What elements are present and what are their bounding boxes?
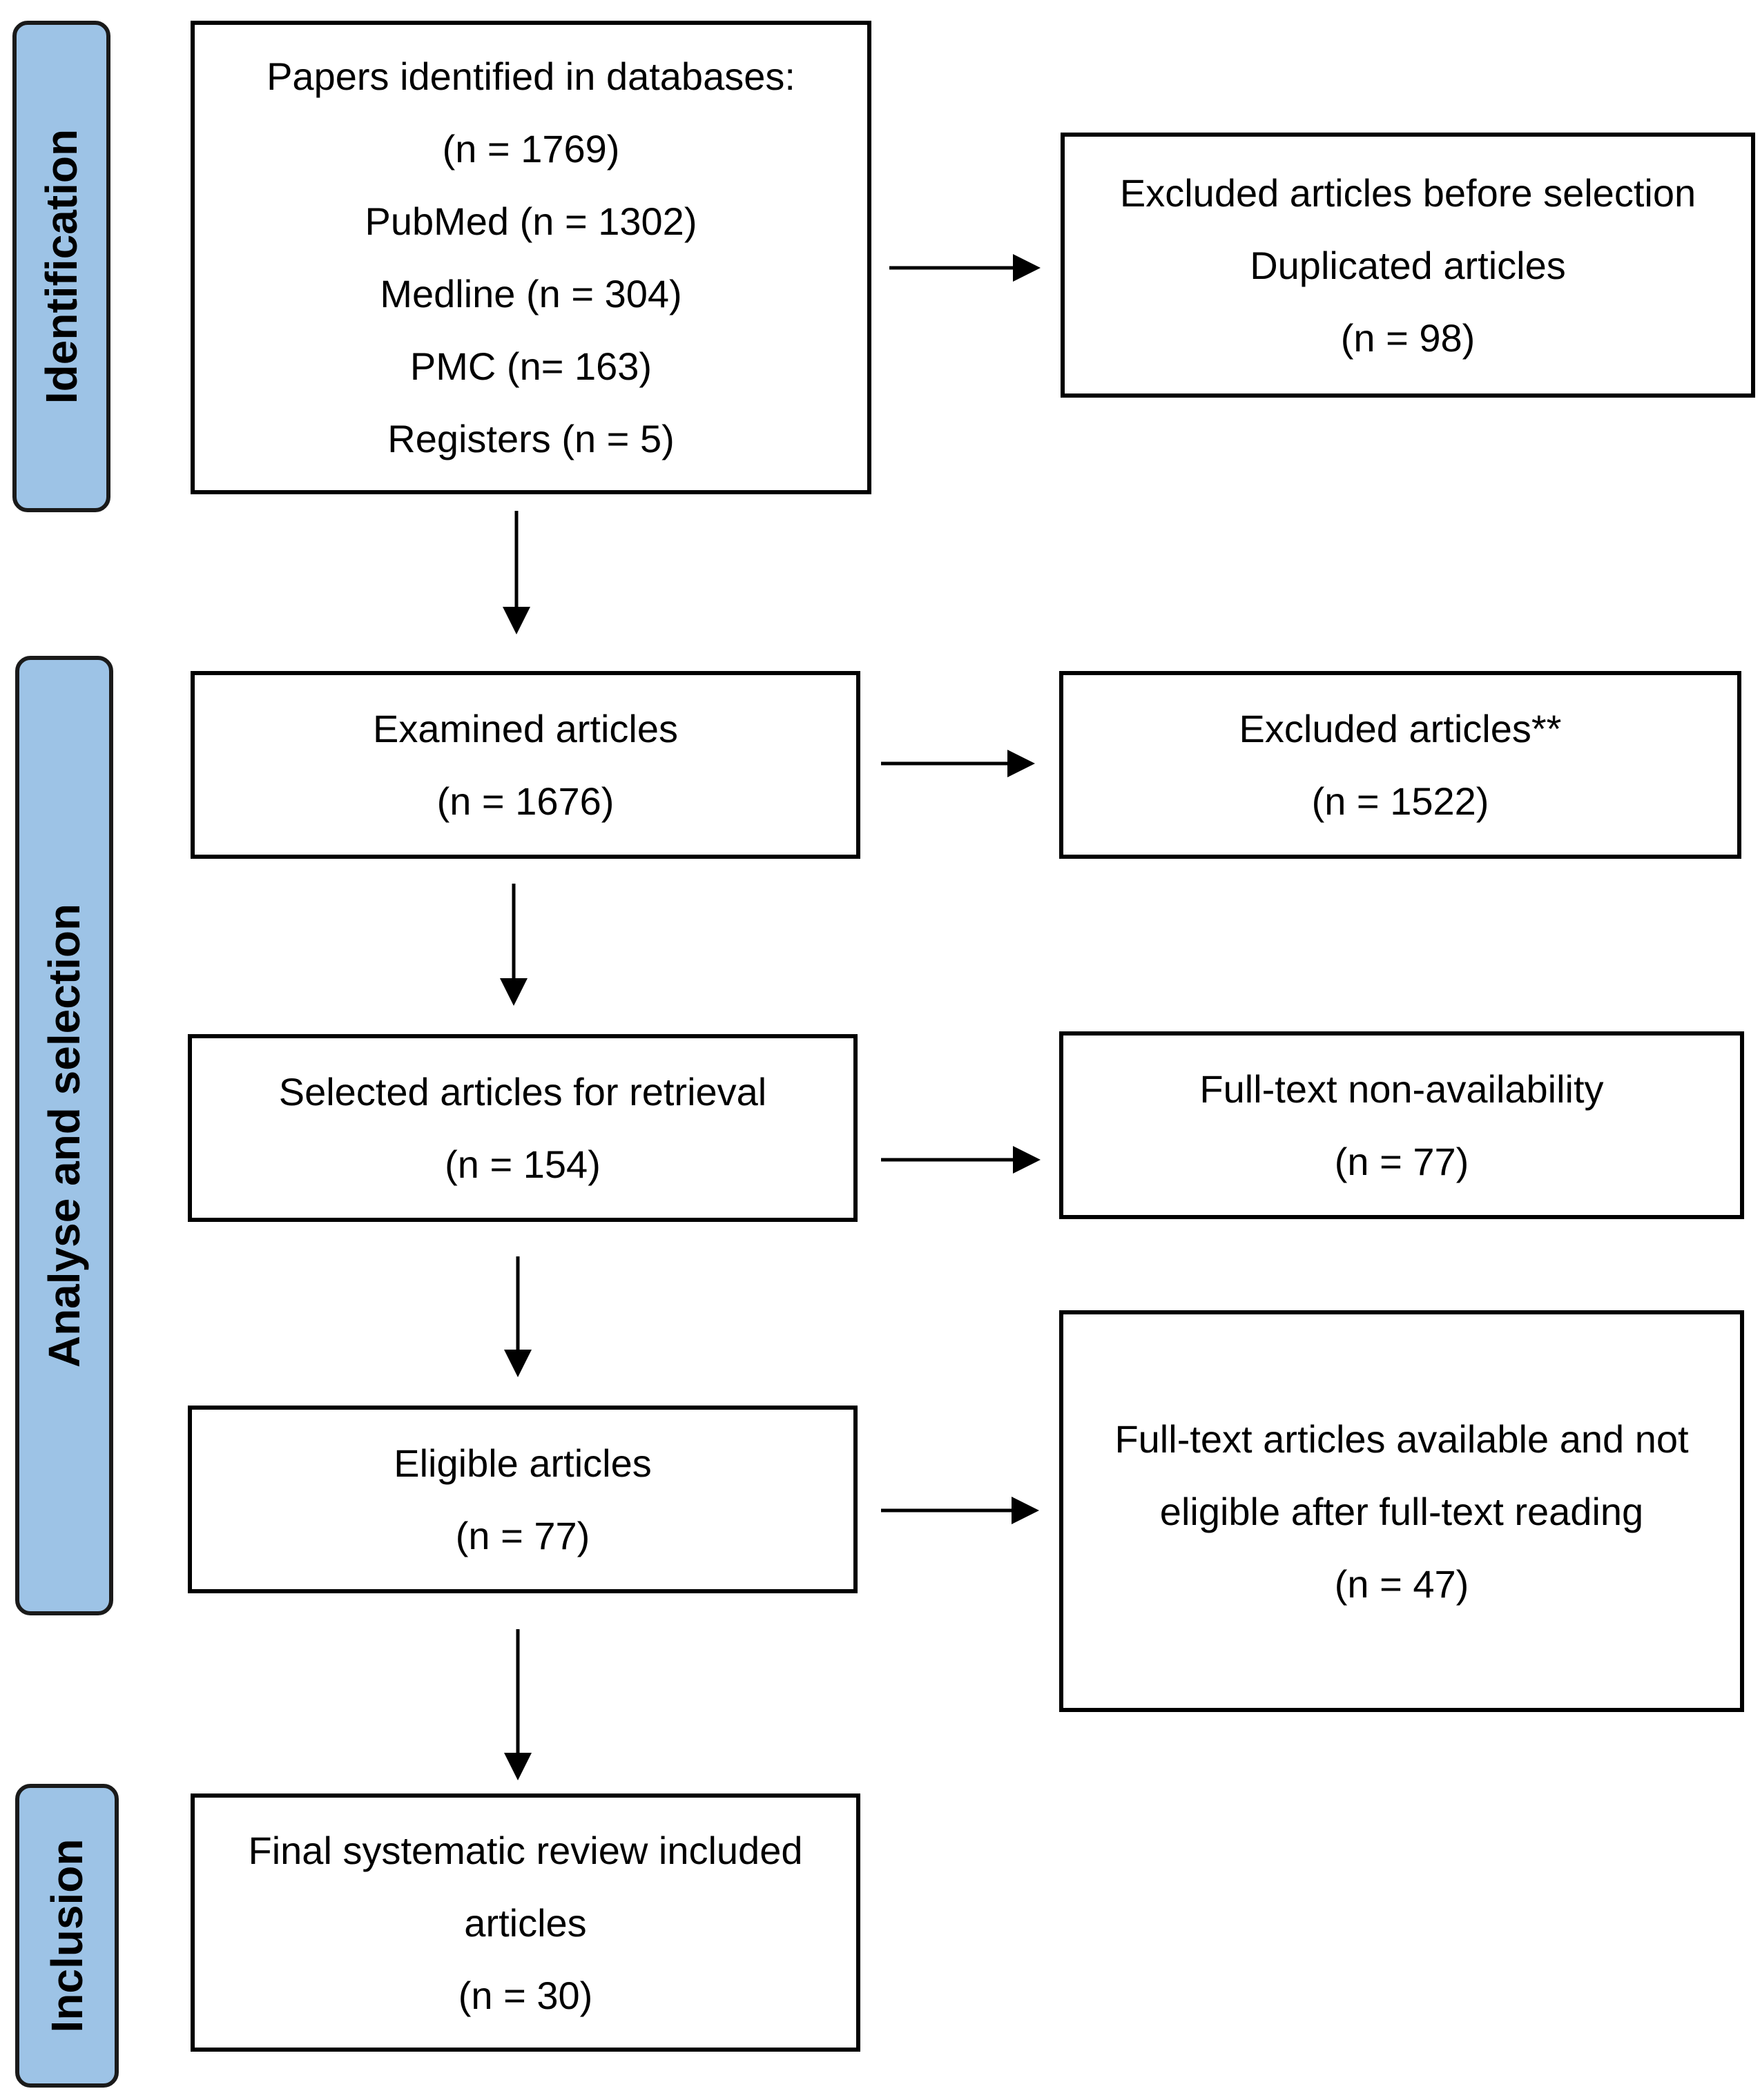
box-duplicates: Excluded articles before selection Dupli… (1061, 133, 1755, 398)
box-not-eligible-line: eligible after full-text reading (1159, 1489, 1644, 1533)
box-excluded: Excluded articles** (n = 1522) (1059, 671, 1741, 859)
box-not-eligible: Full-text articles available and not eli… (1059, 1310, 1744, 1712)
box-examined: Examined articles (n = 1676) (191, 671, 860, 859)
box-not-eligible-line: Full-text articles available and not (1114, 1417, 1689, 1461)
box-examined-line: (n = 1676) (436, 779, 615, 823)
box-excluded-line: Excluded articles** (1239, 707, 1562, 750)
box-included-line: Final systematic review included (248, 1828, 803, 1872)
box-examined-line: Examined articles (373, 707, 678, 750)
box-identified-line: Medline (n = 304) (380, 272, 682, 315)
box-eligible-line: (n = 77) (455, 1514, 590, 1557)
box-retrieval-line: Selected articles for retrieval (278, 1070, 767, 1114)
box-retrieval-line: (n = 154) (445, 1143, 601, 1186)
box-excluded-line: (n = 1522) (1311, 779, 1489, 823)
box-included-line: articles (464, 1900, 587, 1945)
box-retrieval: Selected articles for retrieval (n = 154… (188, 1034, 858, 1222)
box-identified-line: Registers (n = 5) (387, 417, 675, 460)
box-included-line: (n = 30) (458, 1973, 593, 2017)
phase-analyse-selection: Analyse and selection (15, 656, 113, 1615)
phase-identification: Identification (12, 21, 110, 512)
box-duplicates-line: Excluded articles before selection (1119, 171, 1696, 215)
box-identified-line: PubMed (n = 1302) (365, 200, 697, 243)
box-not-eligible-line: (n = 47) (1334, 1562, 1469, 1606)
box-eligible-line: Eligible articles (394, 1441, 652, 1485)
box-identified-line: Papers identified in databases: (267, 55, 795, 98)
phase-inclusion: Inclusion (15, 1784, 119, 2088)
box-identified-line: (n = 1769) (442, 127, 620, 171)
box-identified-line: PMC (n= 163) (409, 344, 652, 388)
box-not-available-line: (n = 77) (1334, 1140, 1469, 1183)
box-duplicates-line: (n = 98) (1340, 315, 1476, 360)
box-eligible: Eligible articles (n = 77) (188, 1406, 858, 1593)
box-identified: Papers identified in databases: (n = 176… (191, 21, 871, 494)
box-not-available-line: Full-text non-availability (1199, 1067, 1604, 1111)
box-duplicates-line: Duplicated articles (1250, 243, 1566, 287)
box-included: Final systematic review included article… (191, 1793, 860, 2052)
box-not-available: Full-text non-availability (n = 77) (1059, 1031, 1744, 1219)
